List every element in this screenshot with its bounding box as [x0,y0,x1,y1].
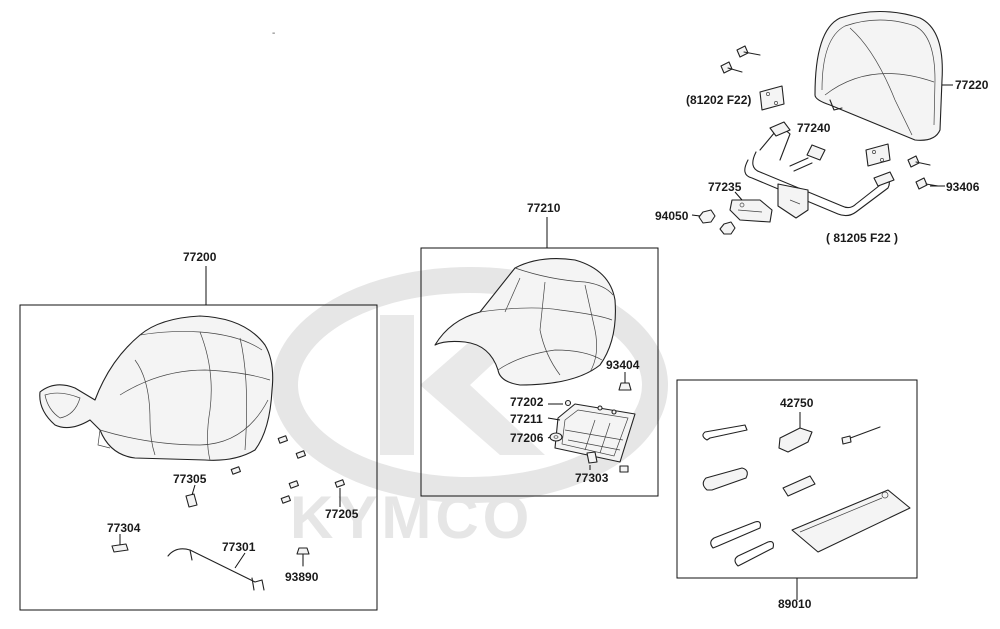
nut-94050 [698,209,736,235]
label-washer-77206: 77206 [510,431,544,445]
backrest-frame [744,121,895,219]
label-nut: 94050 [655,209,689,223]
bracket-81205 [865,143,891,167]
clip-77303 [586,451,598,470]
label-plug-wrench: 42750 [780,396,814,410]
backrest-illustration [814,10,943,141]
bracket-plate-77235 [729,199,773,223]
label-toolkit: 89010 [778,597,812,611]
rubber-93404 [618,372,632,391]
label-backrest: 77220 [955,78,989,92]
label-bolt: 93406 [946,180,980,194]
stopper-pieces [230,435,345,504]
label-bracket-plate: 77235 [708,180,742,194]
label-bushing-77305: 77305 [173,472,207,486]
clip-part-77304 [111,534,129,553]
bolt-93890 [296,488,341,567]
rear-seat-illustration [434,258,616,386]
label-bracket-left-code: (81202 F22) [686,93,751,107]
svg-text:-: - [272,28,275,39]
label-plate-77211: 77211 [510,412,543,426]
label-stopper-77205: 77205 [325,507,359,521]
seat-lock-wire [167,548,265,591]
bracket-bolt-77240 [789,144,826,172]
bushing-part [185,484,198,508]
label-wire-77301: 77301 [222,540,256,554]
label-clip-77202: 77202 [510,395,544,409]
label-bracket-right-code: ( 81205 F22 ) [826,231,898,245]
label-rubber-93404: 93404 [606,358,640,372]
label-main-seat: 77200 [183,250,217,264]
bolt-set [720,45,939,190]
label-bolt-93890: 93890 [285,570,319,584]
label-rear-seat: 77210 [527,201,561,215]
label-clip-77303: 77303 [575,471,609,485]
toolkit-illustration [702,412,911,567]
rear-seat-base-plate [547,403,636,463]
label-backrest-bracket: 77240 [797,121,831,135]
label-clip-77304: 77304 [107,521,141,535]
bracket-81202 [759,85,785,111]
main-seat-group-box [19,304,378,611]
rear-seat-group-box [420,247,659,497]
main-seat-illustration [39,315,274,461]
watermark-brand-text: KYMCO [290,484,533,551]
